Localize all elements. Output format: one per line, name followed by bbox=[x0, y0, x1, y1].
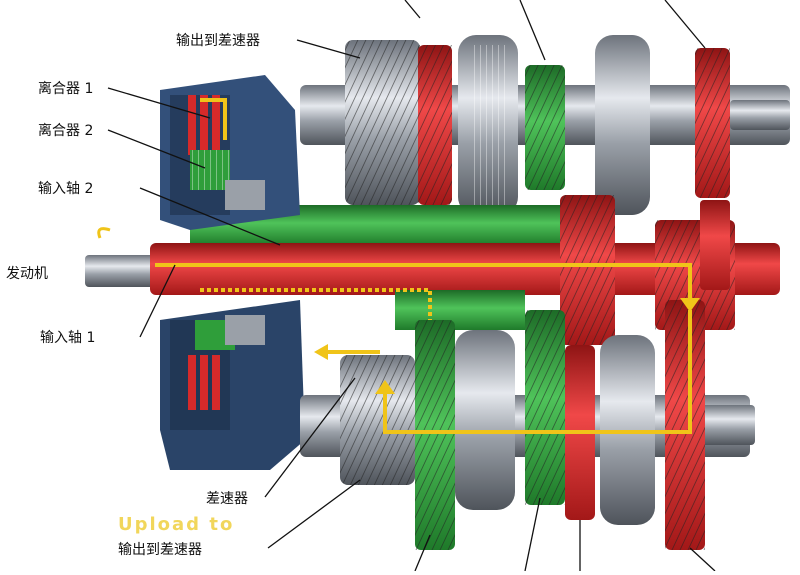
flow-arrow-lower bbox=[383, 310, 692, 434]
lower-output-shaft bbox=[300, 300, 755, 550]
label-output-to-differential-top: 输出到差速器 bbox=[176, 33, 260, 49]
label-input-shaft-2: 输入轴 2 bbox=[38, 181, 94, 197]
label-differential: 差速器 bbox=[206, 491, 248, 507]
label-engine: 发动机 bbox=[6, 266, 48, 282]
label-clutch-2: 离合器 2 bbox=[38, 123, 94, 139]
watermark-text: Upload to bbox=[118, 514, 235, 535]
clutch-housing bbox=[160, 75, 305, 470]
bottom-synchronizer-1 bbox=[455, 330, 515, 510]
main-input-shafts bbox=[85, 195, 780, 345]
clutch-1-pack bbox=[188, 95, 220, 155]
label-clutch-1: 离合器 1 bbox=[38, 81, 94, 97]
flow-arrow-main bbox=[155, 263, 692, 300]
top-synchronizer-2 bbox=[595, 35, 650, 215]
label-output-to-differential-bottom: 输出到差速器 bbox=[118, 542, 202, 558]
input-shaft-1-body bbox=[150, 243, 780, 295]
engine-rotation-arrow bbox=[97, 227, 111, 239]
power-flow-arrows bbox=[97, 98, 700, 434]
flow-arrow-clutch bbox=[200, 98, 227, 140]
upper-output-shaft bbox=[300, 35, 790, 215]
leader-lines bbox=[107, 0, 716, 572]
label-input-shaft-1: 输入轴 1 bbox=[40, 330, 96, 346]
